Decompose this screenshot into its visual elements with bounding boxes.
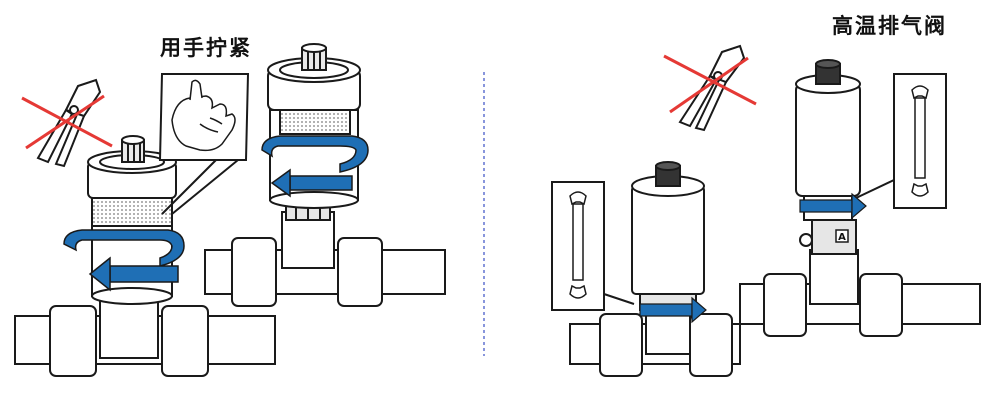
back-pipe: A	[739, 219, 981, 337]
rotation-arrow-icon	[63, 229, 185, 292]
rotation-arrow-icon	[261, 135, 369, 198]
left-panel	[14, 43, 446, 377]
caption-high-temp-vent: 高温排气阀	[832, 14, 947, 38]
wrench-icon	[911, 85, 929, 197]
crossed-out-pliers-icon	[21, 78, 113, 168]
high-temp-valve	[795, 59, 861, 221]
wrench-callout	[855, 73, 947, 209]
back-pipe	[204, 195, 446, 307]
hand-callout	[158, 73, 250, 215]
crossed-out-pliers-icon	[663, 44, 757, 132]
valve-marker-badge: A	[838, 232, 846, 243]
back-valve	[267, 43, 361, 209]
wrench-icon	[569, 191, 587, 299]
rotation-arrow-icon	[799, 192, 867, 220]
front-pipe	[14, 295, 276, 377]
front-pipe	[569, 293, 741, 377]
short-valve	[631, 161, 705, 311]
hand-icon	[171, 79, 236, 152]
rotation-arrow-icon	[639, 296, 707, 324]
wrench-callout	[551, 181, 635, 311]
caption-hand-tighten: 用手拧紧	[160, 36, 252, 60]
right-panel: A	[551, 44, 981, 377]
